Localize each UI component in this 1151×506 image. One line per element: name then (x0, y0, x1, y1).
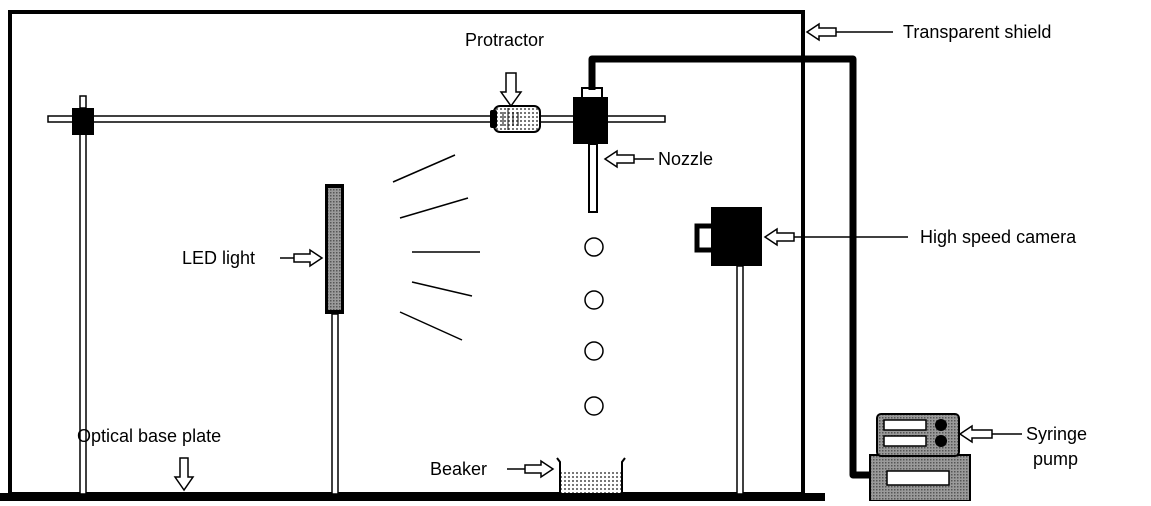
droplet-3 (584, 341, 604, 361)
feed-tube (588, 55, 870, 479)
label-led-light: LED light (182, 248, 255, 268)
label-optical-base-plate: Optical base plate (77, 426, 221, 446)
transparent-shield-box (8, 10, 805, 496)
led-light-panel (328, 188, 341, 310)
label-high-speed-camera: High speed camera (920, 227, 1077, 247)
led-arrow-icon (293, 248, 324, 268)
protractor (490, 105, 541, 133)
camera-body (711, 207, 762, 266)
label-syringe-pump-line1: Syringe (1026, 424, 1087, 444)
camera-arrow-icon (763, 227, 795, 247)
syringe-pump (869, 413, 971, 502)
left-clamp (72, 108, 94, 135)
nozzle (588, 143, 598, 213)
droplet-4 (584, 396, 604, 416)
label-nozzle: Nozzle (658, 149, 713, 169)
beaker-arrow-icon (524, 459, 555, 479)
label-transparent-shield: Transparent shield (903, 22, 1051, 42)
nozzle-arrow-icon (603, 149, 635, 169)
optical-base-plate (0, 493, 825, 501)
nozzle-clamp (573, 97, 608, 144)
label-protractor: Protractor (465, 30, 544, 50)
syringe-arrow-icon (958, 424, 993, 444)
droplet-1 (584, 237, 604, 257)
base-plate-arrow-icon (173, 457, 195, 492)
shield-arrow-icon (805, 22, 837, 42)
left-post-top (79, 95, 87, 109)
beaker (556, 457, 626, 495)
label-beaker: Beaker (430, 459, 487, 479)
protractor-arrow-icon (499, 72, 523, 108)
droplet-2 (584, 290, 604, 310)
label-syringe-pump-line2: pump (1033, 449, 1078, 469)
led-light-post (331, 313, 339, 495)
horizontal-rail (47, 115, 666, 123)
light-rays (392, 154, 480, 341)
camera-post (736, 265, 744, 495)
